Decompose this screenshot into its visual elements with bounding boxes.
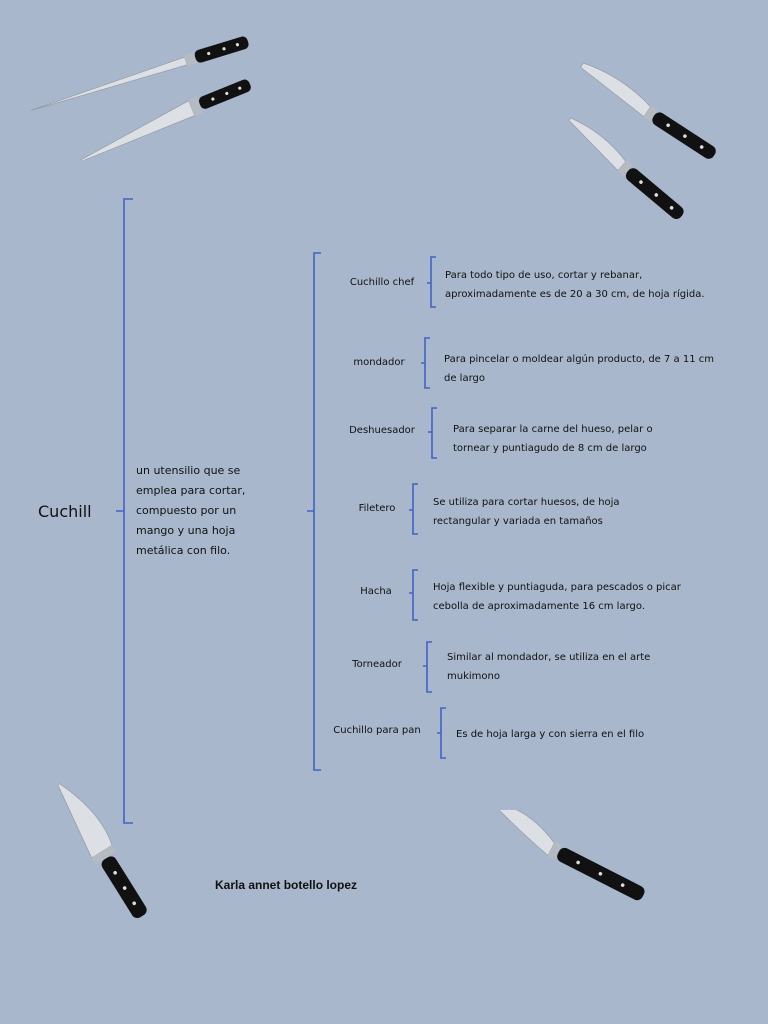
knife-icon xyxy=(30,36,251,160)
desc-bracket-7 xyxy=(437,707,446,759)
main-bracket xyxy=(116,198,133,824)
type-name-3: Deshuesador xyxy=(349,425,415,436)
author-credit: Karla annet botello lopez xyxy=(215,878,358,892)
desc-bracket-5 xyxy=(409,569,418,621)
type-name-6: Torneador xyxy=(352,659,402,670)
desc-bracket-6 xyxy=(423,641,432,693)
type-desc-5: Hoja flexible y puntiaguda, para pescado… xyxy=(433,582,681,612)
desc-bracket-3 xyxy=(428,407,437,459)
desc-bracket-2 xyxy=(421,337,430,389)
type-desc-4: Se utiliza para cortar huesos, de hoja r… xyxy=(433,497,620,527)
type-desc-6: Similar al mondador, se utiliza en el ar… xyxy=(447,652,651,682)
desc-bracket-1 xyxy=(427,256,436,308)
type-name-2: mondador xyxy=(353,357,405,368)
root-label: Cuchill xyxy=(38,502,92,521)
type-name-4: Filetero xyxy=(358,503,396,514)
knife-icon xyxy=(490,810,645,901)
root-definition: un utensilio que se emplea para cortar, … xyxy=(136,464,246,557)
type-desc-3: Para separar la carne del hueso, pelar o… xyxy=(453,424,653,454)
knife-icon xyxy=(57,783,147,919)
desc-bracket-4 xyxy=(409,483,418,535)
type-desc-7: Es de hoja larga y con sierra en el filo xyxy=(456,729,645,740)
type-name-7: Cuchillo para pan xyxy=(333,725,421,736)
type-desc-1: Para todo tipo de uso, cortar y rebanar,… xyxy=(445,270,705,300)
type-desc-2: Para pincelar o moldear algún producto, … xyxy=(444,354,715,384)
type-name-1: Cuchillo chef xyxy=(349,277,415,288)
knife-icon xyxy=(568,62,716,220)
types-bracket xyxy=(307,252,321,771)
type-name-5: Hacha xyxy=(360,586,392,597)
